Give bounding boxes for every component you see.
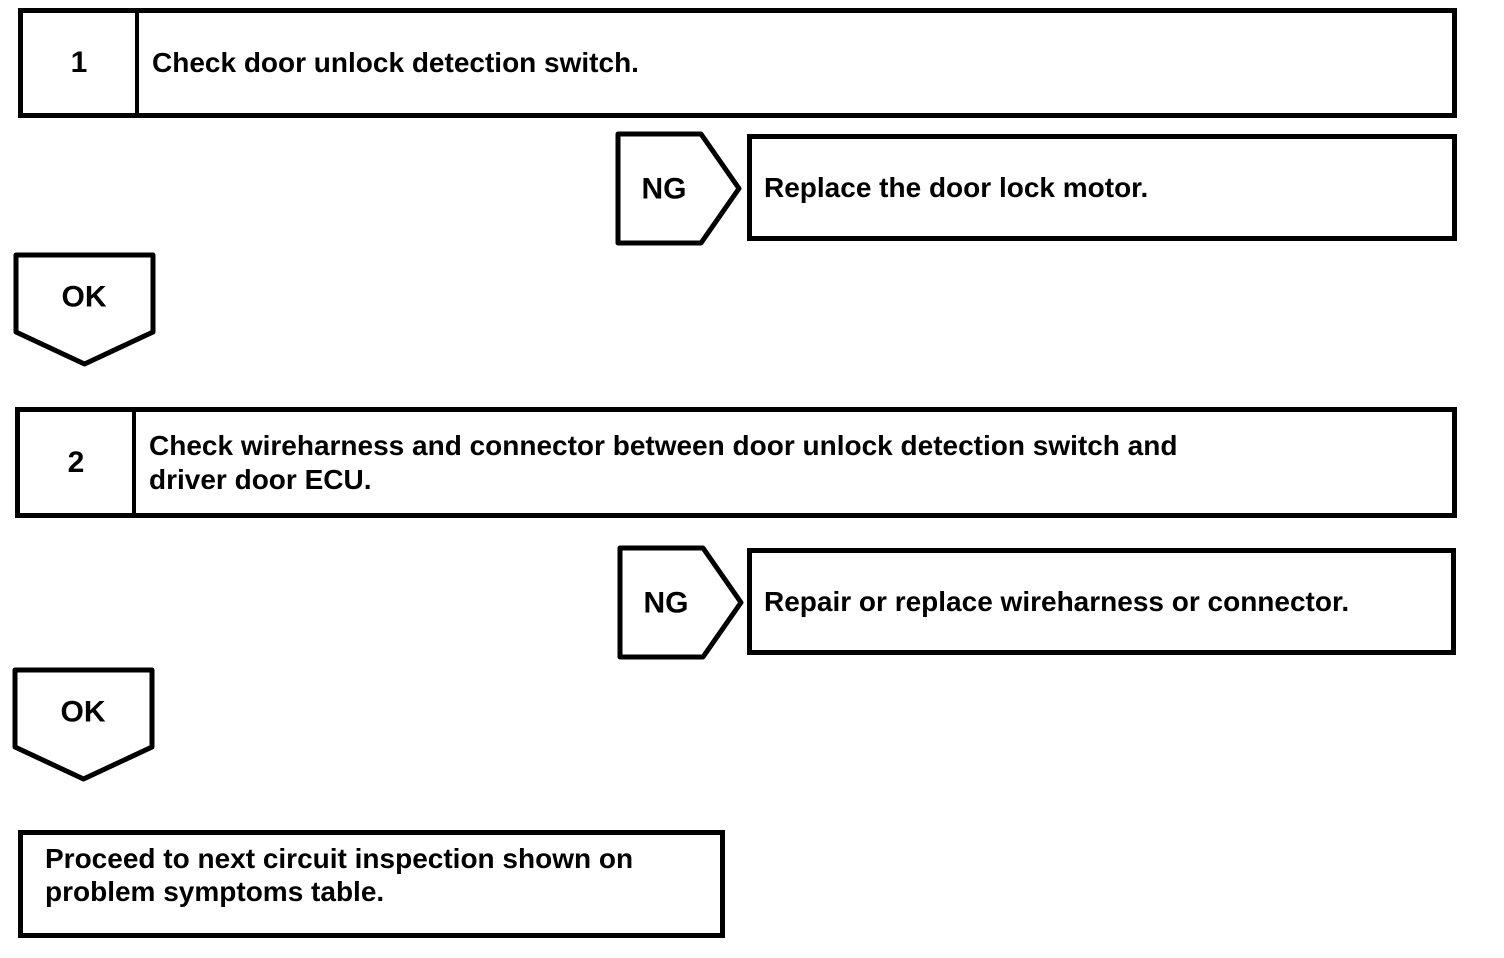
- terminal-box: Proceed to next circuit inspection shown…: [18, 830, 725, 938]
- step-1-box: 1 Check door unlock detection switch.: [18, 8, 1457, 118]
- step-2-number: 2: [20, 412, 136, 513]
- ng-pointer-2: NG: [617, 545, 744, 660]
- ng-result-2-line: Repair or replace wireharness or connect…: [764, 585, 1350, 617]
- ng-result-2-box: Repair or replace wireharness or connect…: [747, 548, 1456, 655]
- ng-result-1-text: Replace the door lock motor.: [752, 171, 1148, 205]
- terminal-line-1: Proceed to next circuit inspection shown…: [45, 843, 634, 874]
- step-1-instruction: Check door unlock detection switch.: [139, 46, 639, 80]
- ng-result-2-text: Repair or replace wireharness or connect…: [752, 585, 1349, 619]
- step-1-number: 1: [23, 13, 139, 113]
- terminal-text: Proceed to next circuit inspection shown…: [23, 835, 633, 908]
- ng-pointer-2-label: NG: [644, 587, 689, 620]
- step-2-instruction: Check wireharness and connector between …: [136, 429, 1177, 497]
- ng-pointer-1: NG: [615, 131, 742, 246]
- ok-pointer-1: OK: [13, 252, 156, 367]
- step-2-box: 2 Check wireharness and connector betwee…: [15, 407, 1457, 518]
- ok-pointer-2-shape: [12, 667, 155, 782]
- ok-pointer-2-label: OK: [61, 696, 106, 729]
- step-2-instruction-line-1: Check wireharness and connector between …: [149, 429, 1178, 461]
- terminal-line-2: problem symptoms table.: [45, 876, 385, 907]
- ok-pointer-1-label: OK: [62, 281, 107, 314]
- step-1-instruction-line: Check door unlock detection switch.: [152, 47, 639, 78]
- ng-pointer-1-label: NG: [642, 173, 687, 206]
- ng-result-1-line: Replace the door lock motor.: [764, 171, 1149, 203]
- ng-pointer-1-shape: [615, 131, 742, 246]
- ok-pointer-1-shape: [13, 252, 156, 367]
- ok-pointer-2: OK: [12, 667, 155, 782]
- step-2-instruction-line-2: driver door ECU.: [149, 463, 372, 495]
- ng-result-1-box: Replace the door lock motor.: [747, 134, 1457, 241]
- ng-pointer-2-shape: [617, 545, 744, 660]
